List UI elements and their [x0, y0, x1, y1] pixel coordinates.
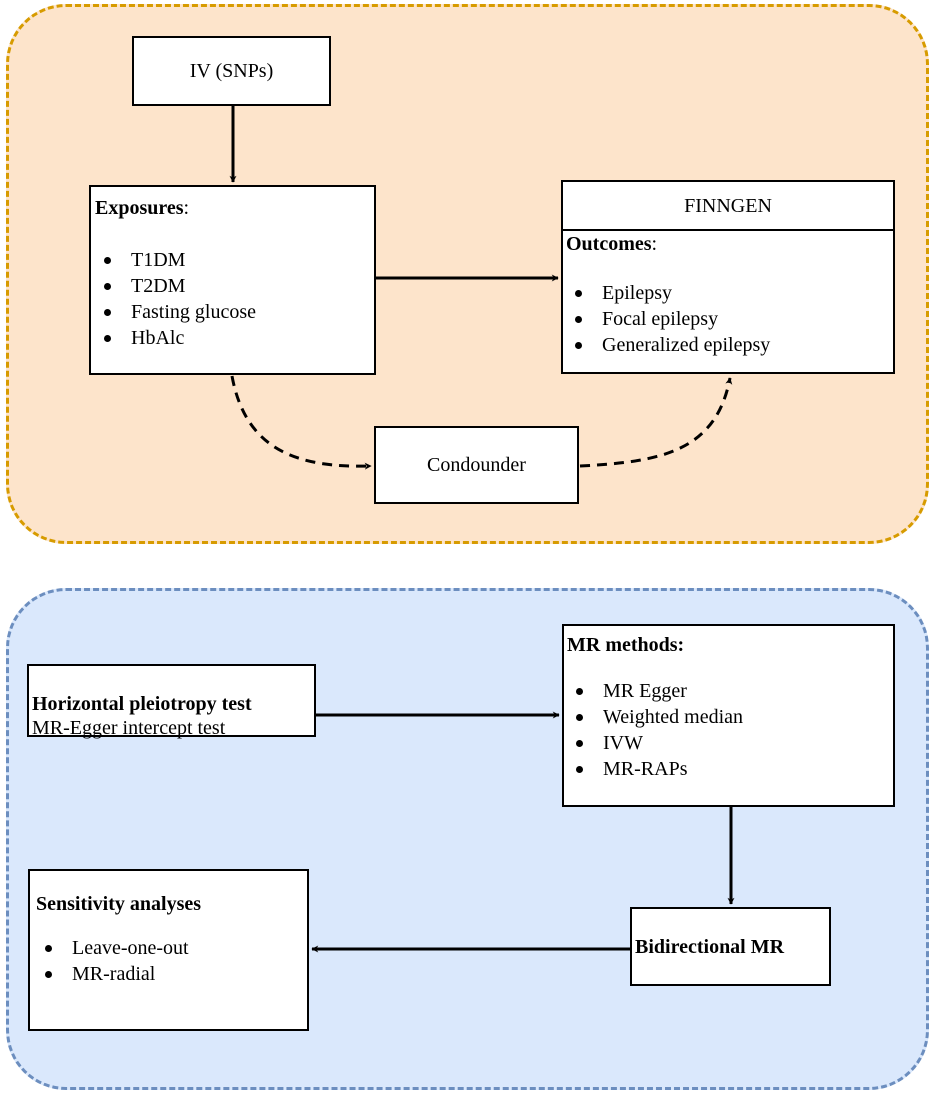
- finngen-title: FINNGEN: [563, 182, 893, 231]
- exposures-box: Exposures: T1DM T2DM Fasting glucose HbA…: [89, 185, 376, 375]
- exposures-list: T1DM T2DM Fasting glucose HbAlc: [95, 247, 374, 351]
- list-item: MR Egger: [567, 678, 893, 704]
- arrow-confounder-to-outcomes: [579, 377, 733, 468]
- list-item: Leave-one-out: [36, 935, 307, 961]
- list-item: Weighted median: [567, 704, 893, 730]
- iv-snps-box: IV (SNPs): [132, 36, 331, 106]
- outcomes-heading: Outcomes:: [566, 233, 658, 255]
- mr-methods-list: MR Egger Weighted median IVW MR-RAPs: [567, 678, 893, 782]
- list-item: HbAlc: [95, 325, 374, 351]
- list-item: T1DM: [95, 247, 374, 273]
- sensitivity-heading: Sensitivity analyses: [36, 893, 202, 915]
- list-item: MR-radial: [36, 961, 307, 987]
- list-item: MR-RAPs: [567, 756, 893, 782]
- exposures-heading: Exposures:: [95, 197, 190, 219]
- list-item: IVW: [567, 730, 893, 756]
- pleiotropy-test-box: Horizontal pleiotropy test MR-Egger inte…: [27, 664, 316, 739]
- mr-methods-heading: MR methods:: [567, 634, 685, 656]
- bidirectional-mr-box: Bidirectional MR: [630, 907, 831, 986]
- iv-label: IV (SNPs): [189, 60, 274, 82]
- arrow-exposures-to-confounder: [230, 375, 372, 470]
- sensitivity-analyses-box: Sensitivity analyses Leave-one-out MR-ra…: [28, 869, 309, 1031]
- list-item: Fasting glucose: [95, 299, 374, 325]
- pleiotropy-subtitle: MR-Egger intercept test: [32, 717, 226, 739]
- confounder-box: Condounder: [374, 426, 579, 504]
- sensitivity-list: Leave-one-out MR-radial: [36, 935, 307, 987]
- mr-methods-box: MR methods: MR Egger Weighted median IVW…: [562, 624, 895, 807]
- finngen-outcomes-box: FINNGEN Outcomes: Epilepsy Focal epileps…: [561, 180, 895, 374]
- confounder-label: Condounder: [427, 454, 526, 476]
- pleiotropy-heading: Horizontal pleiotropy test: [32, 693, 252, 715]
- outcomes-section: Outcomes: Epilepsy Focal epilepsy Genera…: [563, 231, 893, 358]
- outcomes-list: Epilepsy Focal epilepsy Generalized epil…: [566, 280, 893, 358]
- list-item: T2DM: [95, 273, 374, 299]
- list-item: Focal epilepsy: [566, 306, 893, 332]
- bidirectional-label: Bidirectional MR: [635, 935, 785, 958]
- list-item: Epilepsy: [566, 280, 893, 306]
- list-item: Generalized epilepsy: [566, 332, 893, 358]
